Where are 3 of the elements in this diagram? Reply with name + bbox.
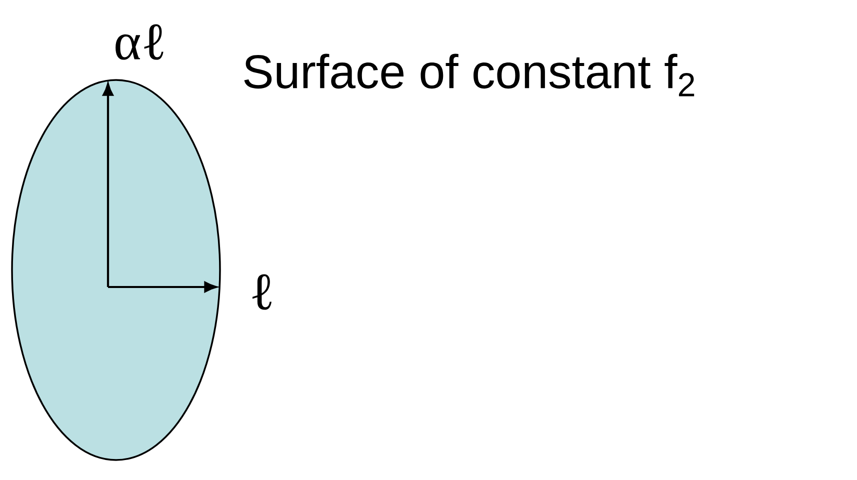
title-text: Surface of constant f$_{2}$: [244, 54, 694, 96]
axis-label: ℓ: [252, 274, 272, 310]
axis-label: αℓ: [116, 24, 164, 60]
